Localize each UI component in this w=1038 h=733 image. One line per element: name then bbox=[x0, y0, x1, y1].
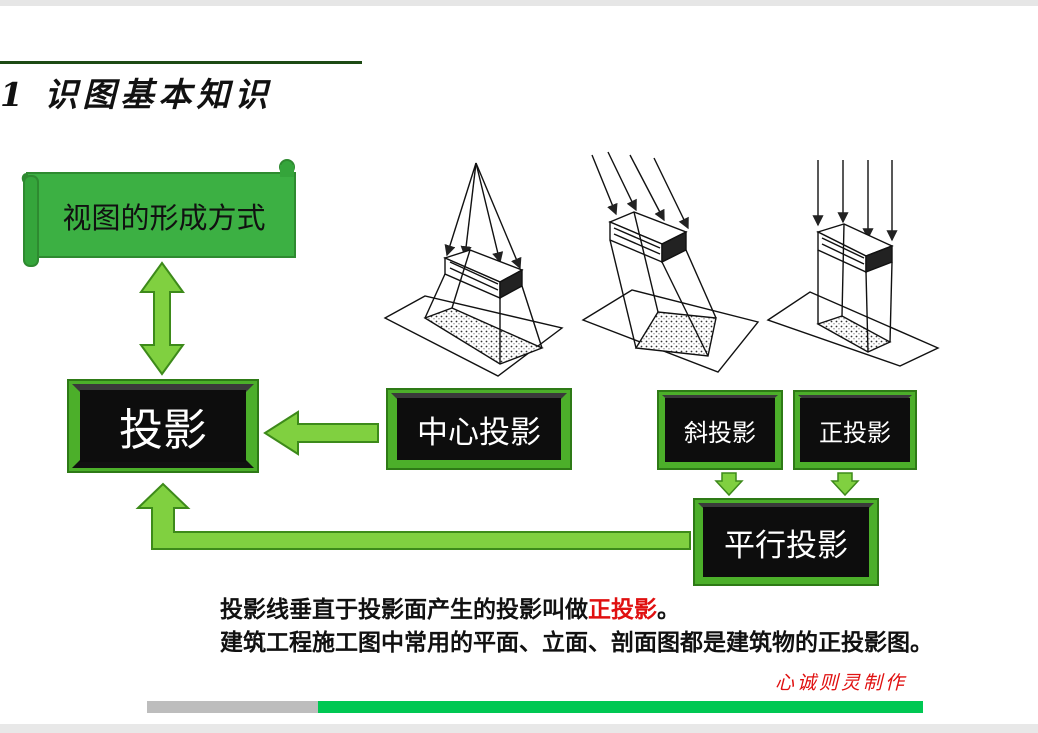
ortho-box-frame bbox=[793, 390, 917, 470]
double-arrow-icon bbox=[139, 261, 185, 376]
parallel-projection-box: 平行投影 bbox=[724, 527, 848, 564]
orthographic-projection-box: 正投影 bbox=[819, 418, 891, 447]
projection-box-frame bbox=[67, 379, 259, 473]
author-signature: 心诚则灵制作 bbox=[775, 672, 908, 694]
down-arrow-icon bbox=[714, 472, 744, 497]
return-arrow-icon bbox=[135, 482, 691, 550]
title-rule bbox=[0, 61, 362, 64]
description-highlight: 正投影 bbox=[588, 596, 657, 623]
left-arrow-icon bbox=[263, 410, 379, 456]
central-box-frame bbox=[386, 388, 572, 470]
orthographic-projection-illustration-icon bbox=[766, 160, 940, 367]
oblique-box-frame bbox=[657, 390, 783, 470]
oblique-projection-box: 斜投影 bbox=[684, 418, 756, 447]
projection-box: 投影 bbox=[119, 405, 207, 456]
slide-title: 1 识图基本知识 bbox=[0, 75, 273, 114]
top-border bbox=[0, 0, 1038, 6]
central-projection-illustration-icon bbox=[383, 162, 564, 377]
scroll-banner bbox=[21, 159, 296, 267]
bottom-border bbox=[0, 724, 1038, 733]
progress-fill bbox=[318, 701, 923, 713]
oblique-projection-illustration-icon bbox=[581, 151, 760, 373]
down-arrow-icon bbox=[830, 472, 860, 497]
description-suffix: 。 bbox=[657, 596, 680, 623]
central-projection-box: 中心投影 bbox=[417, 414, 541, 451]
scroll-label: 视图的形成方式 bbox=[62, 201, 266, 235]
description-line-1: 投影线垂直于投影面产生的投影叫做正投影。 bbox=[220, 590, 680, 624]
parallel-box-frame bbox=[693, 498, 879, 586]
description-prefix: 投影线垂直于投影面产生的投影叫做 bbox=[220, 596, 588, 623]
progress-track bbox=[147, 701, 318, 713]
description-line-2: 建筑工程施工图中常用的平面、立面、剖面图都是建筑物的正投影图。 bbox=[220, 629, 933, 656]
